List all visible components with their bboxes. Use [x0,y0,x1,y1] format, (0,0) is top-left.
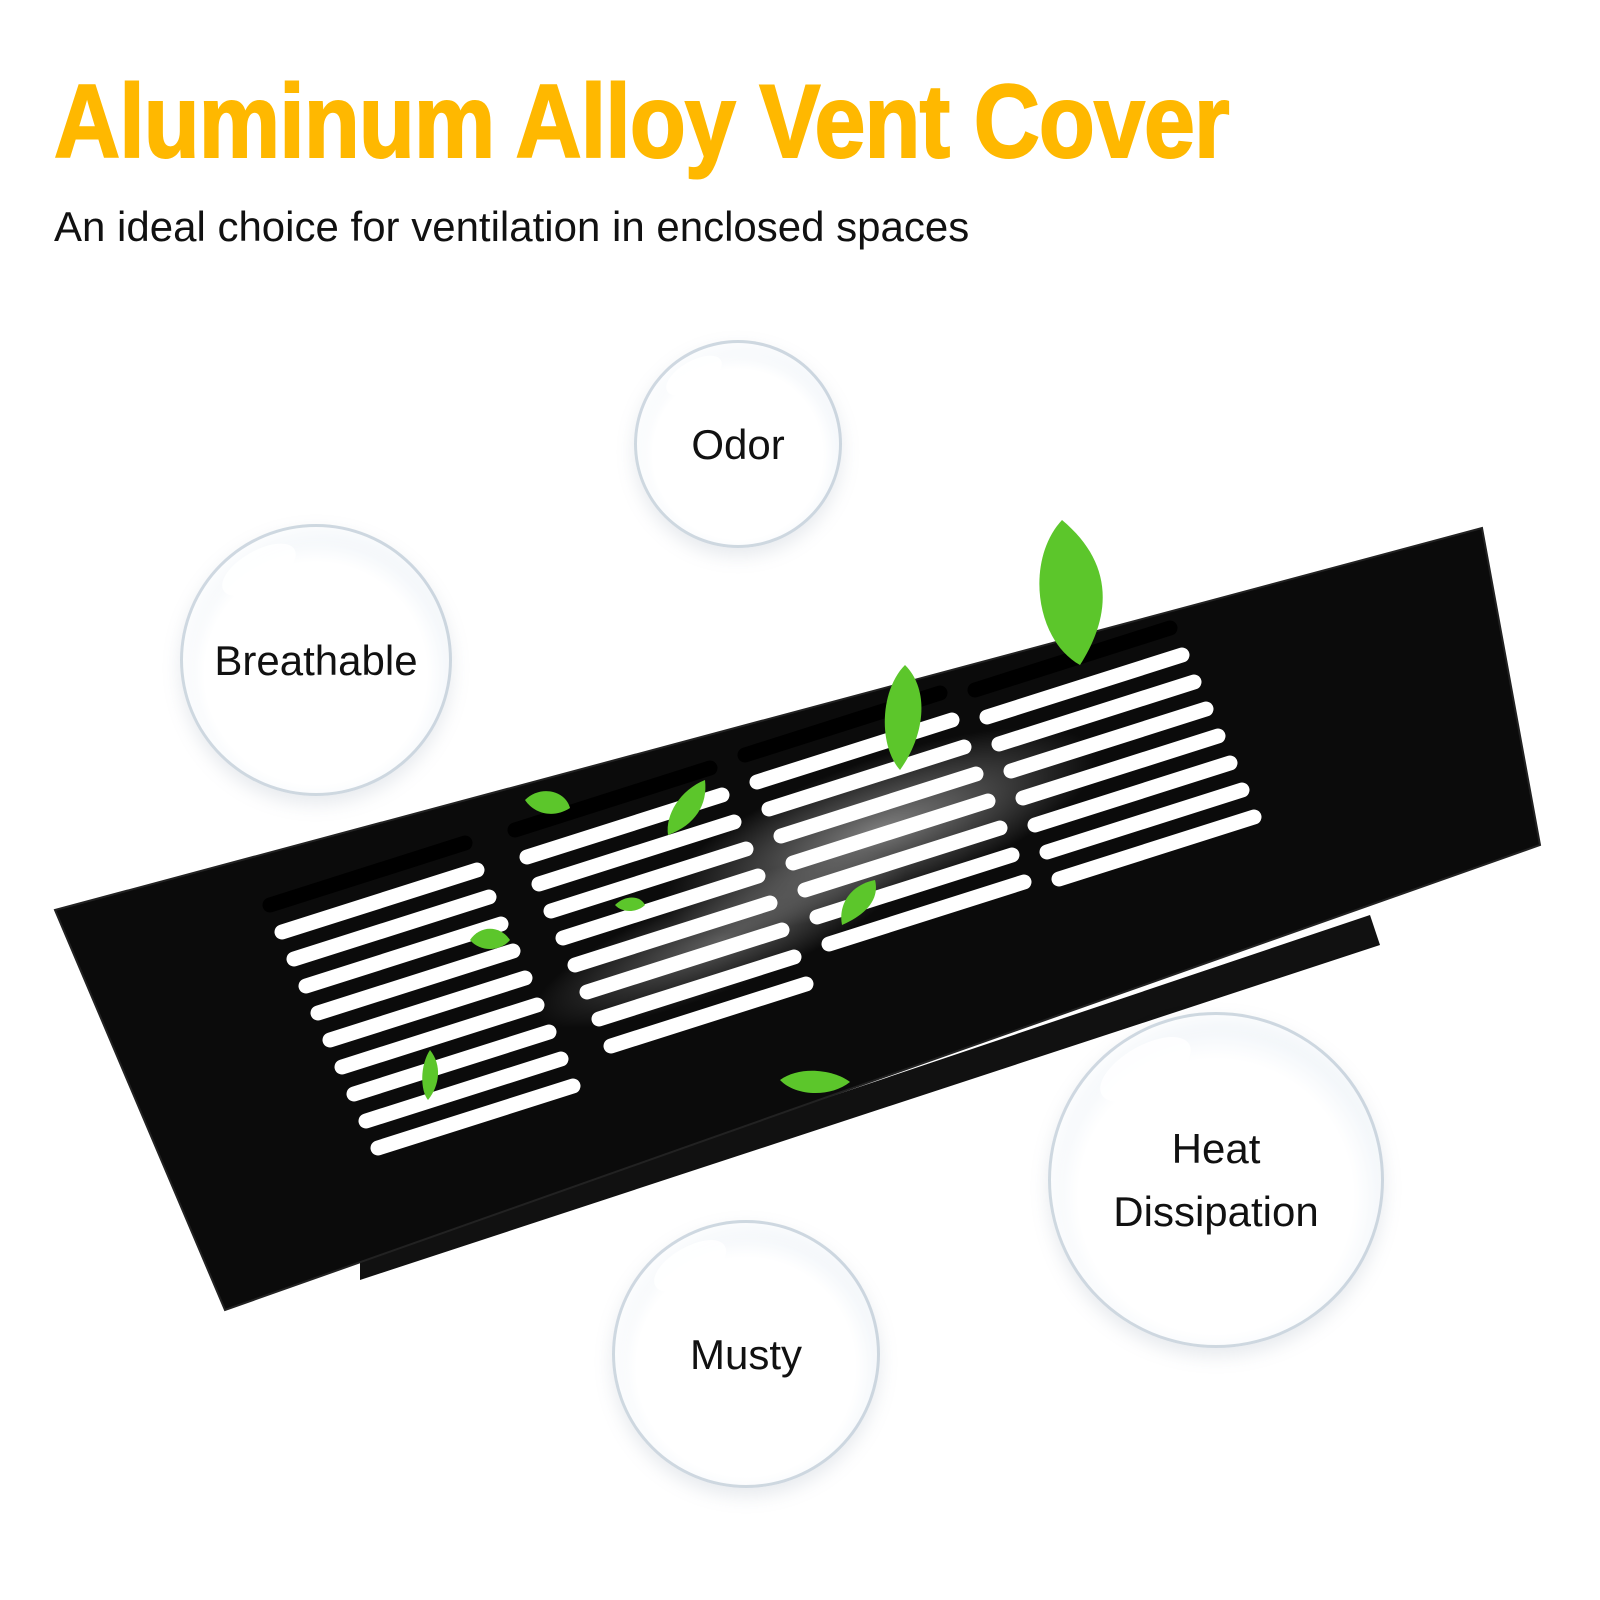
feature-bubble-heat-dissipation: Heat Dissipation [1048,1012,1384,1348]
vent-slot [749,712,960,790]
feature-bubble-odor: Odor [634,340,842,548]
vent-slot [262,835,473,913]
vent-slot [1027,755,1238,833]
vent-slot [370,1078,581,1156]
vent-slot [334,997,545,1075]
vent-slot [358,1051,569,1129]
feature-label-musty: Musty [689,1330,802,1378]
vent-slot [274,862,485,940]
feature-bubble-breathable: Breathable [180,524,452,796]
page-title: Aluminum Alloy Vent Cover [53,64,1230,180]
feature-label-odor: Odor [691,420,785,468]
vent-slot [346,1024,557,1102]
vent-slot [322,970,533,1048]
vent-slot [298,916,509,994]
vent-slot [821,874,1032,952]
vent-slot [979,647,1190,725]
vent-slot [603,976,814,1054]
vent-slot [286,889,497,967]
feature-bubble-musty: Musty [612,1220,880,1488]
feature-label-breathable: Breathable [214,636,418,684]
vent-slot [310,943,521,1021]
vent-slot [1051,809,1262,887]
vent-slot [531,814,742,892]
feature-label-heat-dissipation: Heat Dissipation [1113,1125,1319,1235]
leaf-icon [422,520,1103,1100]
page-subtitle: An ideal choice for ventilation in enclo… [54,203,970,250]
vent-slot [507,760,718,838]
vent-slot [1039,782,1250,860]
